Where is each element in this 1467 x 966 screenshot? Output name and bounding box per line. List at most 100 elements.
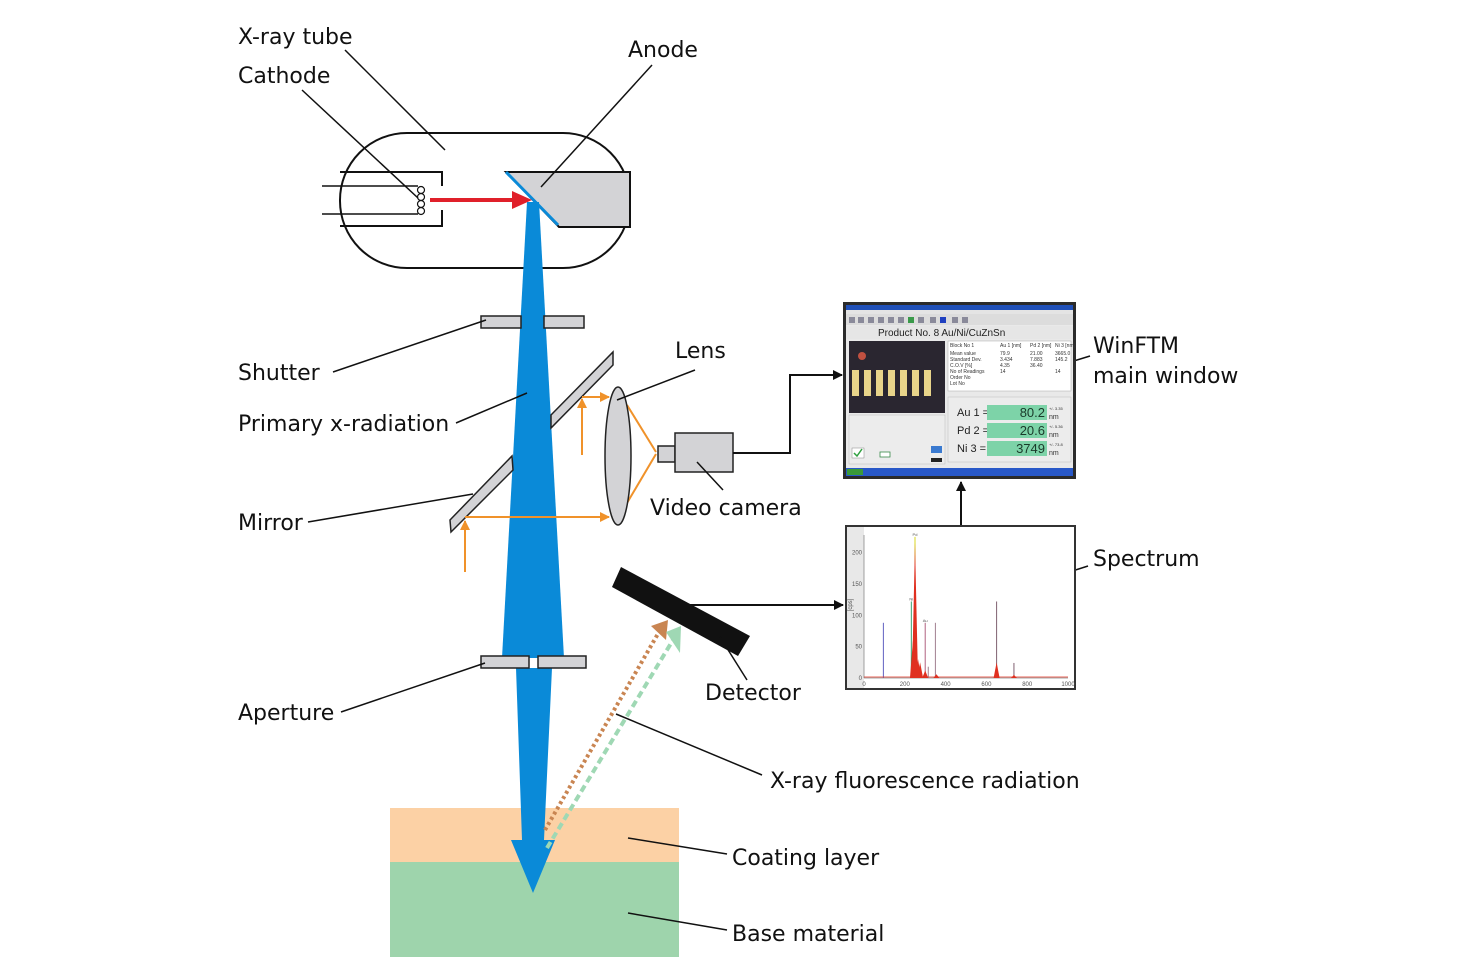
camera-to-screen-line xyxy=(733,370,843,454)
taskbar xyxy=(846,468,1073,476)
label-mirror: Mirror xyxy=(238,511,304,536)
label-coating: Coating layer xyxy=(732,846,880,871)
xray-tube xyxy=(322,132,631,269)
table-header: Au 1 [nm] xyxy=(1000,343,1022,349)
measurement-unit: nm xyxy=(1049,414,1059,421)
spectrum-peak xyxy=(922,670,929,678)
label-lens: Lens xyxy=(675,339,726,364)
table-header: Block No 1 xyxy=(950,343,974,349)
label-shutter: Shutter xyxy=(238,361,321,386)
measurement-value: 3749 xyxy=(1016,441,1045,456)
table-cell: 4.35 xyxy=(1000,363,1010,369)
y-tick-label: 150 xyxy=(852,582,863,588)
mirror-upper xyxy=(550,350,614,430)
measurement-sd: +/- 3.35 xyxy=(1049,406,1063,411)
measurement-element: Pd 2 = xyxy=(957,425,989,437)
table-header: Pd 2 [nm] xyxy=(1030,343,1052,349)
spectrum-peak xyxy=(993,662,1000,678)
product-title: Product No. 8 Au/Ni/CuZnSn xyxy=(878,328,1005,339)
label-video-camera: Video camera xyxy=(650,496,802,521)
winftm-window: Product No. 8 Au/Ni/CuZnSn Block No 1 Au … xyxy=(843,302,1076,479)
label-detector: Detector xyxy=(705,681,802,706)
table-cell: 3.434 xyxy=(1000,357,1013,363)
start-button xyxy=(847,469,863,475)
x-tick-label: 800 xyxy=(1022,682,1033,688)
measurement-box xyxy=(987,423,1047,438)
element-marker-label: Au xyxy=(923,618,928,623)
shutter-left xyxy=(480,315,522,329)
table-cell: 14 xyxy=(1055,369,1061,375)
table-cell: Standard Dev. xyxy=(950,357,982,363)
title-bar xyxy=(846,305,1073,310)
table-header: Ni 3 [nm] xyxy=(1055,343,1076,349)
detector xyxy=(612,567,750,656)
y-axis-label: [cps] xyxy=(848,598,854,611)
table-cell: 36.40 xyxy=(1030,363,1043,369)
y-tick-label: 100 xyxy=(852,613,863,619)
table-cell: C.O.V [%] xyxy=(950,363,973,369)
filament-icon xyxy=(416,185,426,216)
lens xyxy=(604,386,632,526)
primary-beam xyxy=(502,202,564,658)
element-marker-label: Pd xyxy=(913,532,918,537)
x-tick-label: 200 xyxy=(900,682,911,688)
shutter-right xyxy=(543,315,585,329)
y-tick-label: 0 xyxy=(859,676,863,682)
x-tick-label: 0 xyxy=(862,682,866,688)
table-cell: Order No xyxy=(950,375,971,381)
label-base: Base material xyxy=(732,922,884,947)
stats-table xyxy=(947,340,1072,392)
y-tick-label: 200 xyxy=(852,551,863,557)
table-cell: 79.9 xyxy=(1000,351,1010,357)
pcb-pads xyxy=(852,370,931,396)
x-tick-label: 1000 xyxy=(1061,682,1075,688)
measurement-element: Ni 3 = xyxy=(957,443,986,455)
leader-lines xyxy=(301,49,1091,931)
measurement-sd: +/- 73.8 xyxy=(1049,442,1063,447)
measurement-value: 80.2 xyxy=(1020,405,1045,420)
label-xray-tube: X-ray tube xyxy=(238,25,353,50)
primary-beam-lower xyxy=(511,668,555,893)
cathode-housing xyxy=(340,171,443,227)
anode-target xyxy=(504,170,560,227)
measurement-box xyxy=(987,405,1047,420)
measurement-unit: nm xyxy=(1049,432,1059,439)
spectrum-peak xyxy=(912,543,918,678)
aperture-right xyxy=(537,655,587,669)
mirror-lower xyxy=(449,454,514,534)
label-anode: Anode xyxy=(628,38,698,63)
x-tick-label: 600 xyxy=(981,682,992,688)
measurement-sd: +/- 5.36 xyxy=(1049,424,1063,429)
measurement-value: 20.6 xyxy=(1020,423,1045,438)
electron-arrow-icon xyxy=(512,191,532,209)
y-tick-label: 50 xyxy=(855,645,862,651)
element-marker-label: Ni xyxy=(909,596,913,601)
aperture-left xyxy=(480,655,530,669)
fluorescence-radiation xyxy=(543,620,681,850)
table-cell: Lot No xyxy=(950,381,965,387)
measurement-box xyxy=(987,441,1047,456)
video-camera xyxy=(657,432,734,473)
table-cell: 21.00 xyxy=(1030,351,1043,357)
spectrum-peak xyxy=(917,662,924,678)
optical-path xyxy=(460,392,657,572)
table-cell: 14 xyxy=(1000,369,1006,375)
table-cell: Mean value xyxy=(950,351,976,357)
x-tick-label: 400 xyxy=(941,682,952,688)
label-winftm-1: WinFTM xyxy=(1093,334,1179,359)
label-aperture: Aperture xyxy=(238,701,334,726)
table-cell: 145.2 xyxy=(1055,357,1068,363)
label-cathode: Cathode xyxy=(238,64,330,89)
measurement-element: Au 1 = xyxy=(957,407,989,419)
label-winftm-2: main window xyxy=(1093,364,1238,389)
label-fluorescence: X-ray fluorescence radiation xyxy=(770,769,1080,794)
measurement-unit: nm xyxy=(1049,450,1059,457)
toolbar xyxy=(846,314,1073,325)
table-cell: 7.883 xyxy=(1030,357,1043,363)
label-spectrum: Spectrum xyxy=(1093,547,1200,572)
label-primary-radiation: Primary x-radiation xyxy=(238,412,449,437)
table-cell: 3665.0 xyxy=(1055,351,1071,357)
table-cell: No of Readings xyxy=(950,369,985,375)
